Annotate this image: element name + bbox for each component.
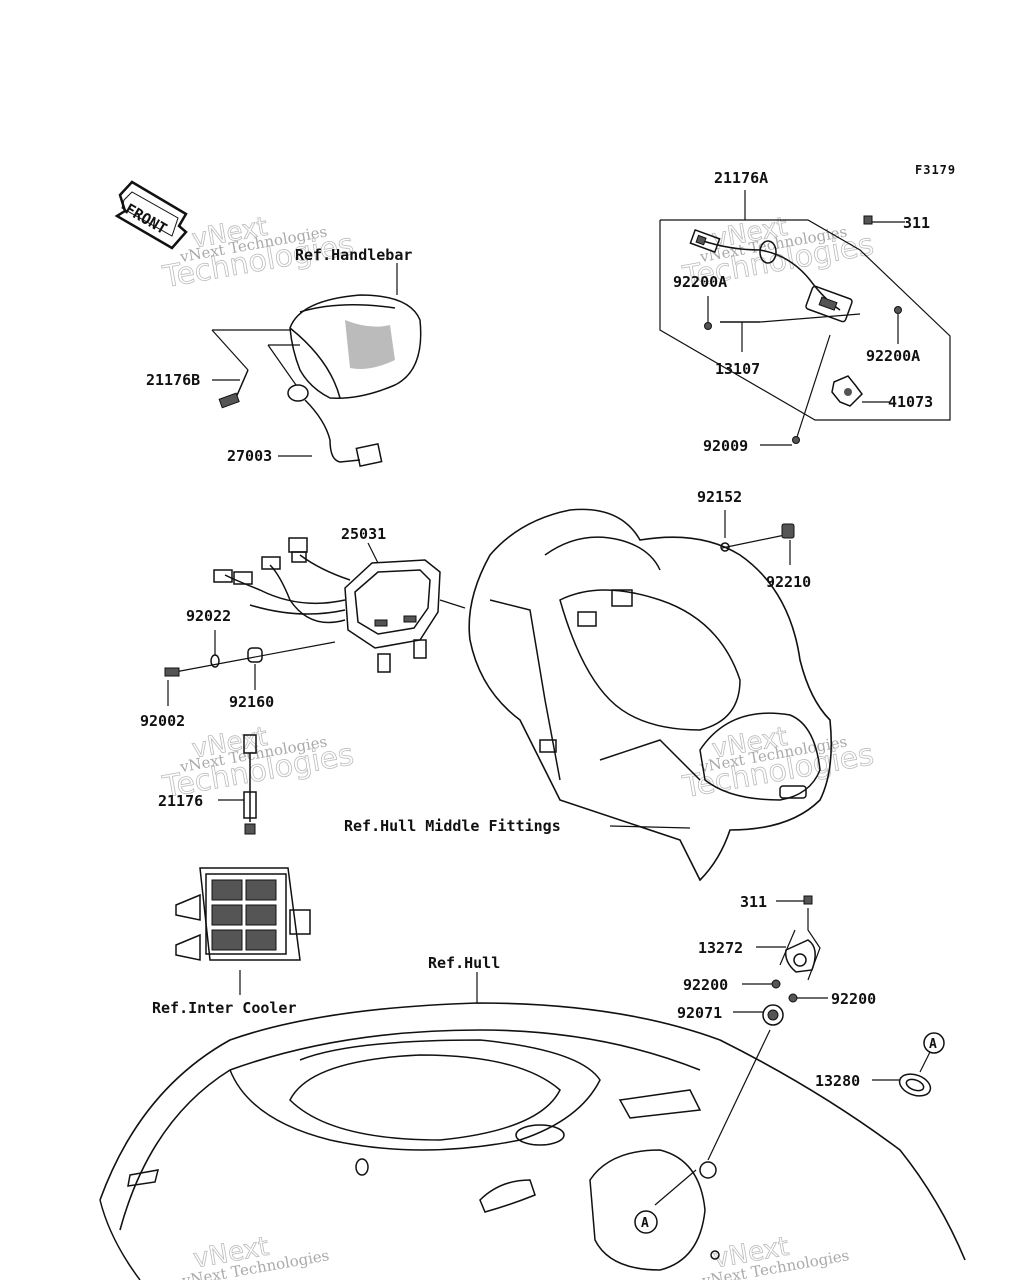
part-311-bottom-label: 311 [740,893,767,911]
part-92152-label: 92152 [697,488,742,506]
part-13272-label: 13272 [698,939,743,957]
part-25031-label: 25031 [341,525,386,543]
part-27003-label: 27003 [227,447,272,465]
part-92009-label: 92009 [703,437,748,455]
watermark-bottom-left: vNext vNext Technologies [180,1231,331,1280]
ref-hull-label: Ref.Hull [428,954,500,972]
watermark-top-left: vNext Technologies vNext Technologies [159,211,357,295]
callout-a-left: A [641,1216,649,1231]
part-21176A-label: 21176A [714,169,768,187]
callout-a-circle-left [634,1210,658,1234]
part-92200A-right-label: 92200A [866,347,920,365]
diagram-code: F3179 [915,163,956,177]
part-92022-label: 92022 [186,607,231,625]
part-13280-label: 13280 [815,1072,860,1090]
part-21176B-label: 21176B [146,371,200,389]
ref-handlebar-label: Ref.Handlebar [295,246,412,264]
part-92002-label: 92002 [140,712,185,730]
watermark-bottom-right: vNext vNext Technologies [700,1231,851,1280]
part-13107-label: 13107 [715,360,760,378]
callout-a-circle-right [923,1032,945,1054]
watermark-mid-right: vNext Technologies vNext Technologies [679,721,877,805]
part-21176-label: 21176 [158,792,203,810]
sensor-21176A-assembly [659,190,951,446]
part-92071-label: 92071 [677,1004,722,1022]
meter-25031-assembly [164,537,466,706]
ref-inter-cooler-label: Ref.Inter Cooler [152,999,297,1017]
bracket-13272-assembly [707,895,828,1161]
sensor-21176-and-intercooler [175,734,311,995]
hull: A [99,972,966,1280]
ref-hull-middle-label: Ref.Hull Middle Fittings [344,817,561,835]
part-92200A-left-label: 92200A [673,273,727,291]
part-311-top-label: 311 [903,214,930,232]
front-arrow-icon: FRONT [114,180,188,250]
part-92200-right-label: 92200 [831,990,876,1008]
part-92200-left-label: 92200 [683,976,728,994]
gasket-13280: A [872,1032,945,1097]
part-92160-label: 92160 [229,693,274,711]
part-92210-label: 92210 [766,573,811,591]
part-41073-label: 41073 [888,393,933,411]
hull-middle-fittings [468,508,833,882]
handlebar-assembly [211,263,422,467]
callout-a-right: A [929,1037,937,1052]
